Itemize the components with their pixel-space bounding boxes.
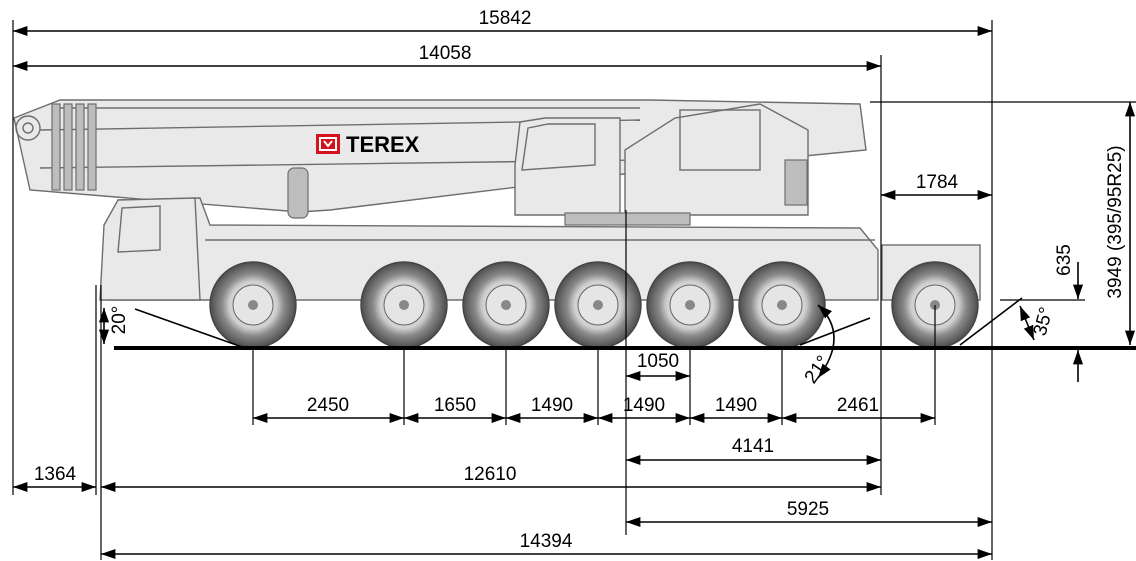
label-axle-spacing-2: 1650 bbox=[434, 395, 476, 416]
dimension-labels: 15842 14058 1784 3949 (395/95R25) 635 24… bbox=[34, 8, 1126, 552]
departure-angle-line bbox=[959, 297, 1023, 346]
label-height: 3949 (395/95R25) bbox=[1105, 145, 1126, 298]
label-wheelbase-total: 12610 bbox=[464, 464, 517, 485]
label-center-to-axle7: 4141 bbox=[732, 436, 774, 457]
label-axle-spacing-1: 2450 bbox=[307, 395, 349, 416]
terex-logo-text: TEREX bbox=[346, 132, 420, 157]
label-departure-angle: 35° bbox=[1030, 305, 1058, 338]
label-axle-spacing-6: 2461 bbox=[837, 395, 879, 416]
label-axle-spacing-4: 1490 bbox=[623, 395, 665, 416]
slewing-ring bbox=[564, 212, 691, 226]
boom-sections bbox=[51, 103, 97, 191]
label-approach-angle: 20° bbox=[109, 306, 130, 335]
label-front-overhang-rear: 1784 bbox=[916, 172, 959, 193]
wheel-6 bbox=[738, 261, 826, 349]
label-axle-spacing-3: 1490 bbox=[531, 395, 573, 416]
driver-cab bbox=[99, 197, 201, 301]
luffing-cylinder bbox=[287, 167, 309, 219]
crane-illustration: TEREX bbox=[13, 99, 981, 349]
label-ground-clearance: 635 bbox=[1054, 244, 1075, 276]
ramp-angle-line bbox=[799, 317, 871, 346]
approach-angle-line bbox=[134, 308, 246, 349]
wheel-3 bbox=[462, 261, 550, 349]
wheel-4 bbox=[554, 261, 642, 349]
label-length-no-boom: 14394 bbox=[520, 531, 573, 552]
label-overall-length: 15842 bbox=[479, 8, 532, 29]
wheels bbox=[209, 261, 979, 349]
label-boom-to-front: 14058 bbox=[419, 43, 472, 64]
angle-lines bbox=[98, 297, 1035, 379]
label-front-overhang: 1364 bbox=[34, 464, 77, 485]
label-slew-center-offset: 1050 bbox=[637, 351, 679, 372]
terex-logo: TEREX bbox=[316, 132, 420, 157]
boom-head-sheave bbox=[15, 115, 41, 141]
wheel-1 bbox=[209, 261, 297, 349]
label-center-to-rear: 5925 bbox=[787, 499, 829, 520]
label-axle-spacing-5: 1490 bbox=[715, 395, 757, 416]
wheel-5 bbox=[646, 261, 734, 349]
dimension-lines bbox=[12, 25, 1136, 560]
wheel-2 bbox=[360, 261, 448, 349]
